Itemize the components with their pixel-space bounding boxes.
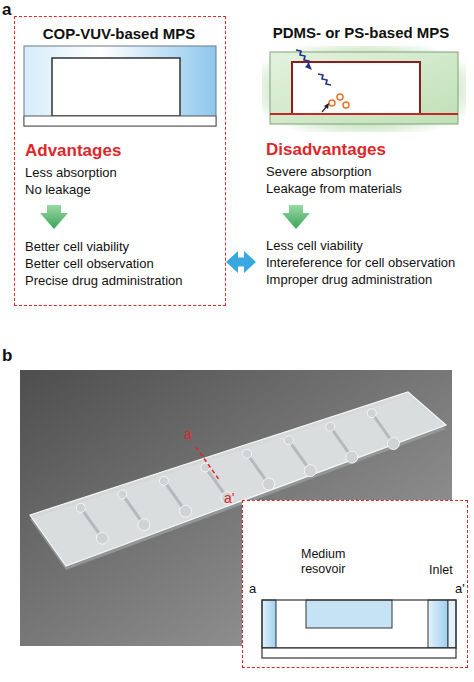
inlet-well [159, 476, 168, 485]
medium-block [306, 600, 392, 628]
leach-arrowhead [324, 103, 329, 109]
inlet-well [284, 436, 293, 445]
down-arrow [282, 205, 310, 229]
reservoir-well [180, 505, 192, 517]
section-mark: a [184, 426, 192, 443]
leak-glow [262, 46, 466, 132]
item-text: Severe absorption [266, 164, 372, 180]
leach-particle [329, 100, 335, 106]
item-text: Intereference for cell observation [266, 255, 455, 271]
item-text: a' [455, 581, 465, 597]
panel-letter: a [2, 0, 11, 20]
side-wall [448, 600, 456, 648]
item-text: Disadvantages [266, 140, 386, 160]
item-text: Better cell observation [25, 256, 154, 272]
cross-section [262, 600, 456, 658]
leach-particle [337, 94, 343, 100]
section-inset: a Medium resovoirInleta' [242, 500, 468, 668]
inlet-well [76, 503, 85, 512]
item-text: Improper drug administration [266, 272, 432, 288]
down-arrow [40, 205, 68, 229]
section-mark: a' [224, 490, 234, 507]
item-text: Less absorption [25, 165, 117, 181]
item-text: Leakage from materials [266, 181, 402, 197]
absorption-wave [318, 74, 331, 85]
reservoir-well [387, 438, 399, 450]
item-text: Advantages [25, 141, 121, 161]
section-line [196, 447, 220, 481]
item-text: Medium resovoir [301, 547, 367, 577]
advantages-panel: COP-VUV-based MPS AdvantagesLess absorpti… [14, 16, 226, 306]
item-text: No leakage [25, 182, 91, 198]
pdms-device [262, 46, 466, 132]
panel-letter: b [2, 346, 12, 366]
item-text: a [249, 581, 256, 597]
chip-outline [262, 600, 456, 648]
device-body [24, 46, 216, 126]
item-text: Precise drug administration [25, 273, 183, 289]
reservoir-well [138, 519, 150, 531]
panel-title: COP-VUV-based MPS [15, 25, 223, 43]
device-cavity [52, 58, 180, 116]
device-cavity [292, 62, 420, 114]
item-text: Less cell viability [266, 238, 363, 254]
cop-device [24, 46, 216, 126]
inlet-well [326, 422, 335, 431]
inlet-well [243, 449, 252, 458]
item-text: Better cell viability [25, 239, 129, 255]
inlet-well [118, 490, 127, 499]
reservoir-well [263, 478, 275, 490]
reservoir-well [304, 465, 316, 477]
device-body [270, 52, 458, 124]
side-wall [262, 600, 276, 648]
inlet-well [367, 409, 376, 418]
disadvantages-panel: PDMS- or PS-based MPS DisadvantagesSevere… [256, 16, 470, 306]
absorption-wave [296, 50, 309, 65]
inlet-channel [428, 600, 448, 648]
item-text: Inlet [429, 563, 453, 578]
reservoir-well [346, 451, 358, 463]
wave-arrowhead [305, 63, 312, 70]
reservoir-well [96, 532, 108, 544]
inset-ground [242, 500, 468, 668]
device-base [24, 116, 216, 126]
leach-particle [343, 102, 349, 108]
chip-base [262, 648, 456, 658]
double-arrow [238, 258, 244, 267]
panel-title: PDMS- or PS-based MPS [256, 24, 466, 42]
device-base [270, 113, 458, 115]
